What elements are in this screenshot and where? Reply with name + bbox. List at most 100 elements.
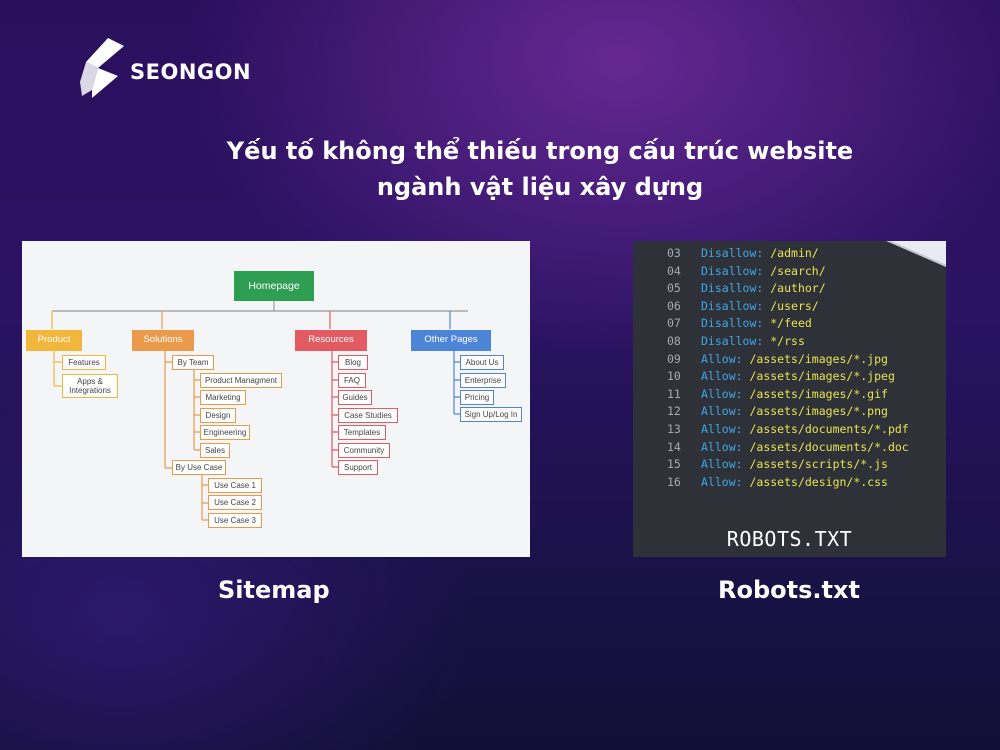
directive-path: /author/	[770, 281, 826, 296]
robots-code-line: 13 Allow: /assets/documents/*.pdf	[633, 422, 946, 440]
node-homepage: Homepage	[234, 271, 314, 301]
robots-code-line: 16 Allow: /assets/design/*.css	[633, 475, 946, 493]
node-enterprise: Enterprise	[460, 373, 506, 388]
robots-code-line: 14 Allow: /assets/documents/*.doc	[633, 440, 946, 458]
robots-directive: Disallow: /users/	[701, 299, 819, 313]
robots-code-line: 08 Disallow: */rss	[633, 334, 946, 352]
node-use-case-3: Use Case 3	[208, 513, 262, 528]
page-fold-icon	[860, 241, 946, 267]
line-number: 06	[667, 298, 681, 313]
line-number: 05	[667, 281, 681, 296]
line-number: 09	[667, 351, 681, 366]
directive-keyword: Allow:	[701, 369, 743, 384]
node-by-use-case: By Use Case	[172, 460, 226, 475]
directive-keyword: Allow:	[701, 386, 743, 401]
robots-code-line: 03 Disallow: /admin/	[633, 246, 946, 264]
robots-directive: Disallow: /search/	[701, 264, 826, 278]
robots-code-line: 12 Allow: /assets/images/*.png	[633, 404, 946, 422]
node-product-managment: Product Managment	[200, 373, 282, 388]
robots-code-line: 05 Disallow: /author/	[633, 281, 946, 299]
brand-name: SEONGON	[130, 60, 252, 84]
directive-keyword: Allow:	[701, 351, 743, 366]
robots-directive: Disallow: */feed	[701, 316, 812, 330]
line-number: 08	[667, 334, 681, 348]
node-marketing: Marketing	[200, 390, 246, 405]
node-other-pages: Other Pages	[411, 330, 491, 351]
node-product: Product	[26, 330, 82, 351]
line-number: 04	[667, 263, 681, 278]
robots-code-line: 10 Allow: /assets/images/*.jpeg	[633, 369, 946, 387]
node-pricing: Pricing	[460, 390, 494, 405]
line-number: 12	[667, 404, 681, 419]
robots-directive: Allow: /assets/images/*.jpg	[701, 352, 888, 366]
robots-directive: Allow: /assets/documents/*.pdf	[701, 422, 909, 436]
directive-path: /assets/images/*.gif	[749, 386, 888, 401]
directive-keyword: Allow:	[701, 422, 743, 436]
directive-path: /assets/documents/*.pdf	[749, 422, 909, 436]
line-number: 16	[667, 474, 681, 489]
directive-path: /search/	[770, 263, 826, 278]
node-engineering: Engineering	[200, 425, 250, 440]
line-number: 14	[667, 439, 681, 454]
directive-path: /assets/images/*.jpeg	[749, 369, 895, 384]
brand-logo: SEONGON	[78, 36, 278, 100]
directive-path: /assets/images/*.png	[749, 404, 888, 419]
node-resources: Resources	[295, 330, 367, 351]
sitemap-diagram: Homepage Product Features Apps & Integra…	[22, 241, 530, 557]
heading-line-2: ngành vật liệu xây dựng	[376, 173, 704, 201]
directive-path: */rss	[770, 334, 805, 348]
directive-keyword: Allow:	[701, 474, 743, 489]
robots-directive: Allow: /assets/images/*.gif	[701, 387, 888, 401]
node-solutions: Solutions	[132, 330, 194, 351]
robots-code-line: 04 Disallow: /search/	[633, 264, 946, 282]
node-by-team: By Team	[172, 355, 214, 370]
seongon-s-logo-icon	[80, 38, 124, 98]
node-sales: Sales	[200, 443, 230, 458]
node-apps-line-1: Apps &	[77, 377, 103, 386]
node-blog: Blog	[338, 355, 368, 370]
directive-keyword: Allow:	[701, 457, 743, 472]
robots-directive: Disallow: */rss	[701, 334, 805, 348]
node-faq: FAQ	[338, 373, 366, 388]
node-about-us: About Us	[460, 355, 504, 370]
robots-file-label: ROBOTS.TXT	[726, 527, 853, 551]
line-number: 03	[667, 246, 681, 260]
directive-path: /assets/images/*.jpg	[749, 351, 888, 366]
robots-directive: Disallow: /author/	[701, 281, 826, 295]
robots-directive: Allow: /assets/documents/*.doc	[701, 440, 909, 454]
line-number: 15	[667, 457, 681, 472]
node-design: Design	[200, 408, 236, 423]
directive-keyword: Allow:	[701, 439, 743, 454]
robots-directive: Allow: /assets/images/*.jpeg	[701, 369, 895, 383]
directive-keyword: Disallow:	[701, 334, 764, 348]
robots-directive: Allow: /assets/images/*.png	[701, 404, 888, 418]
node-use-case-1: Use Case 1	[208, 478, 262, 493]
directive-path: /assets/design/*.css	[749, 474, 888, 489]
robots-directive: Disallow: /admin/	[701, 246, 819, 260]
node-apps-line-2: Integrations	[69, 386, 111, 395]
directive-path: */feed	[770, 316, 812, 331]
directive-keyword: Disallow:	[701, 281, 764, 296]
node-templates: Templates	[338, 425, 386, 440]
directive-keyword: Disallow:	[701, 246, 764, 260]
heading-line-1: Yếu tố không thể thiếu trong cấu trúc we…	[226, 137, 854, 165]
directive-keyword: Disallow:	[701, 263, 764, 278]
node-sign-up-log-in: Sign Up/Log In	[460, 407, 522, 422]
line-number: 10	[667, 369, 681, 384]
sitemap-caption: Sitemap	[218, 576, 330, 604]
robots-code-line: 15 Allow: /assets/scripts/*.js	[633, 457, 946, 475]
robots-directive: Allow: /assets/scripts/*.js	[701, 457, 888, 471]
node-community: Community	[338, 443, 390, 458]
directive-keyword: Allow:	[701, 404, 743, 419]
robots-directive: Allow: /assets/design/*.css	[701, 475, 888, 489]
sitemap-connectors	[51, 301, 468, 521]
directive-keyword: Disallow:	[701, 316, 764, 331]
directive-path: /assets/documents/*.doc	[749, 439, 909, 454]
line-number: 13	[667, 422, 681, 436]
robots-code-line: 06 Disallow: /users/	[633, 299, 946, 317]
directive-keyword: Disallow:	[701, 298, 764, 313]
directive-path: /admin/	[770, 246, 819, 260]
